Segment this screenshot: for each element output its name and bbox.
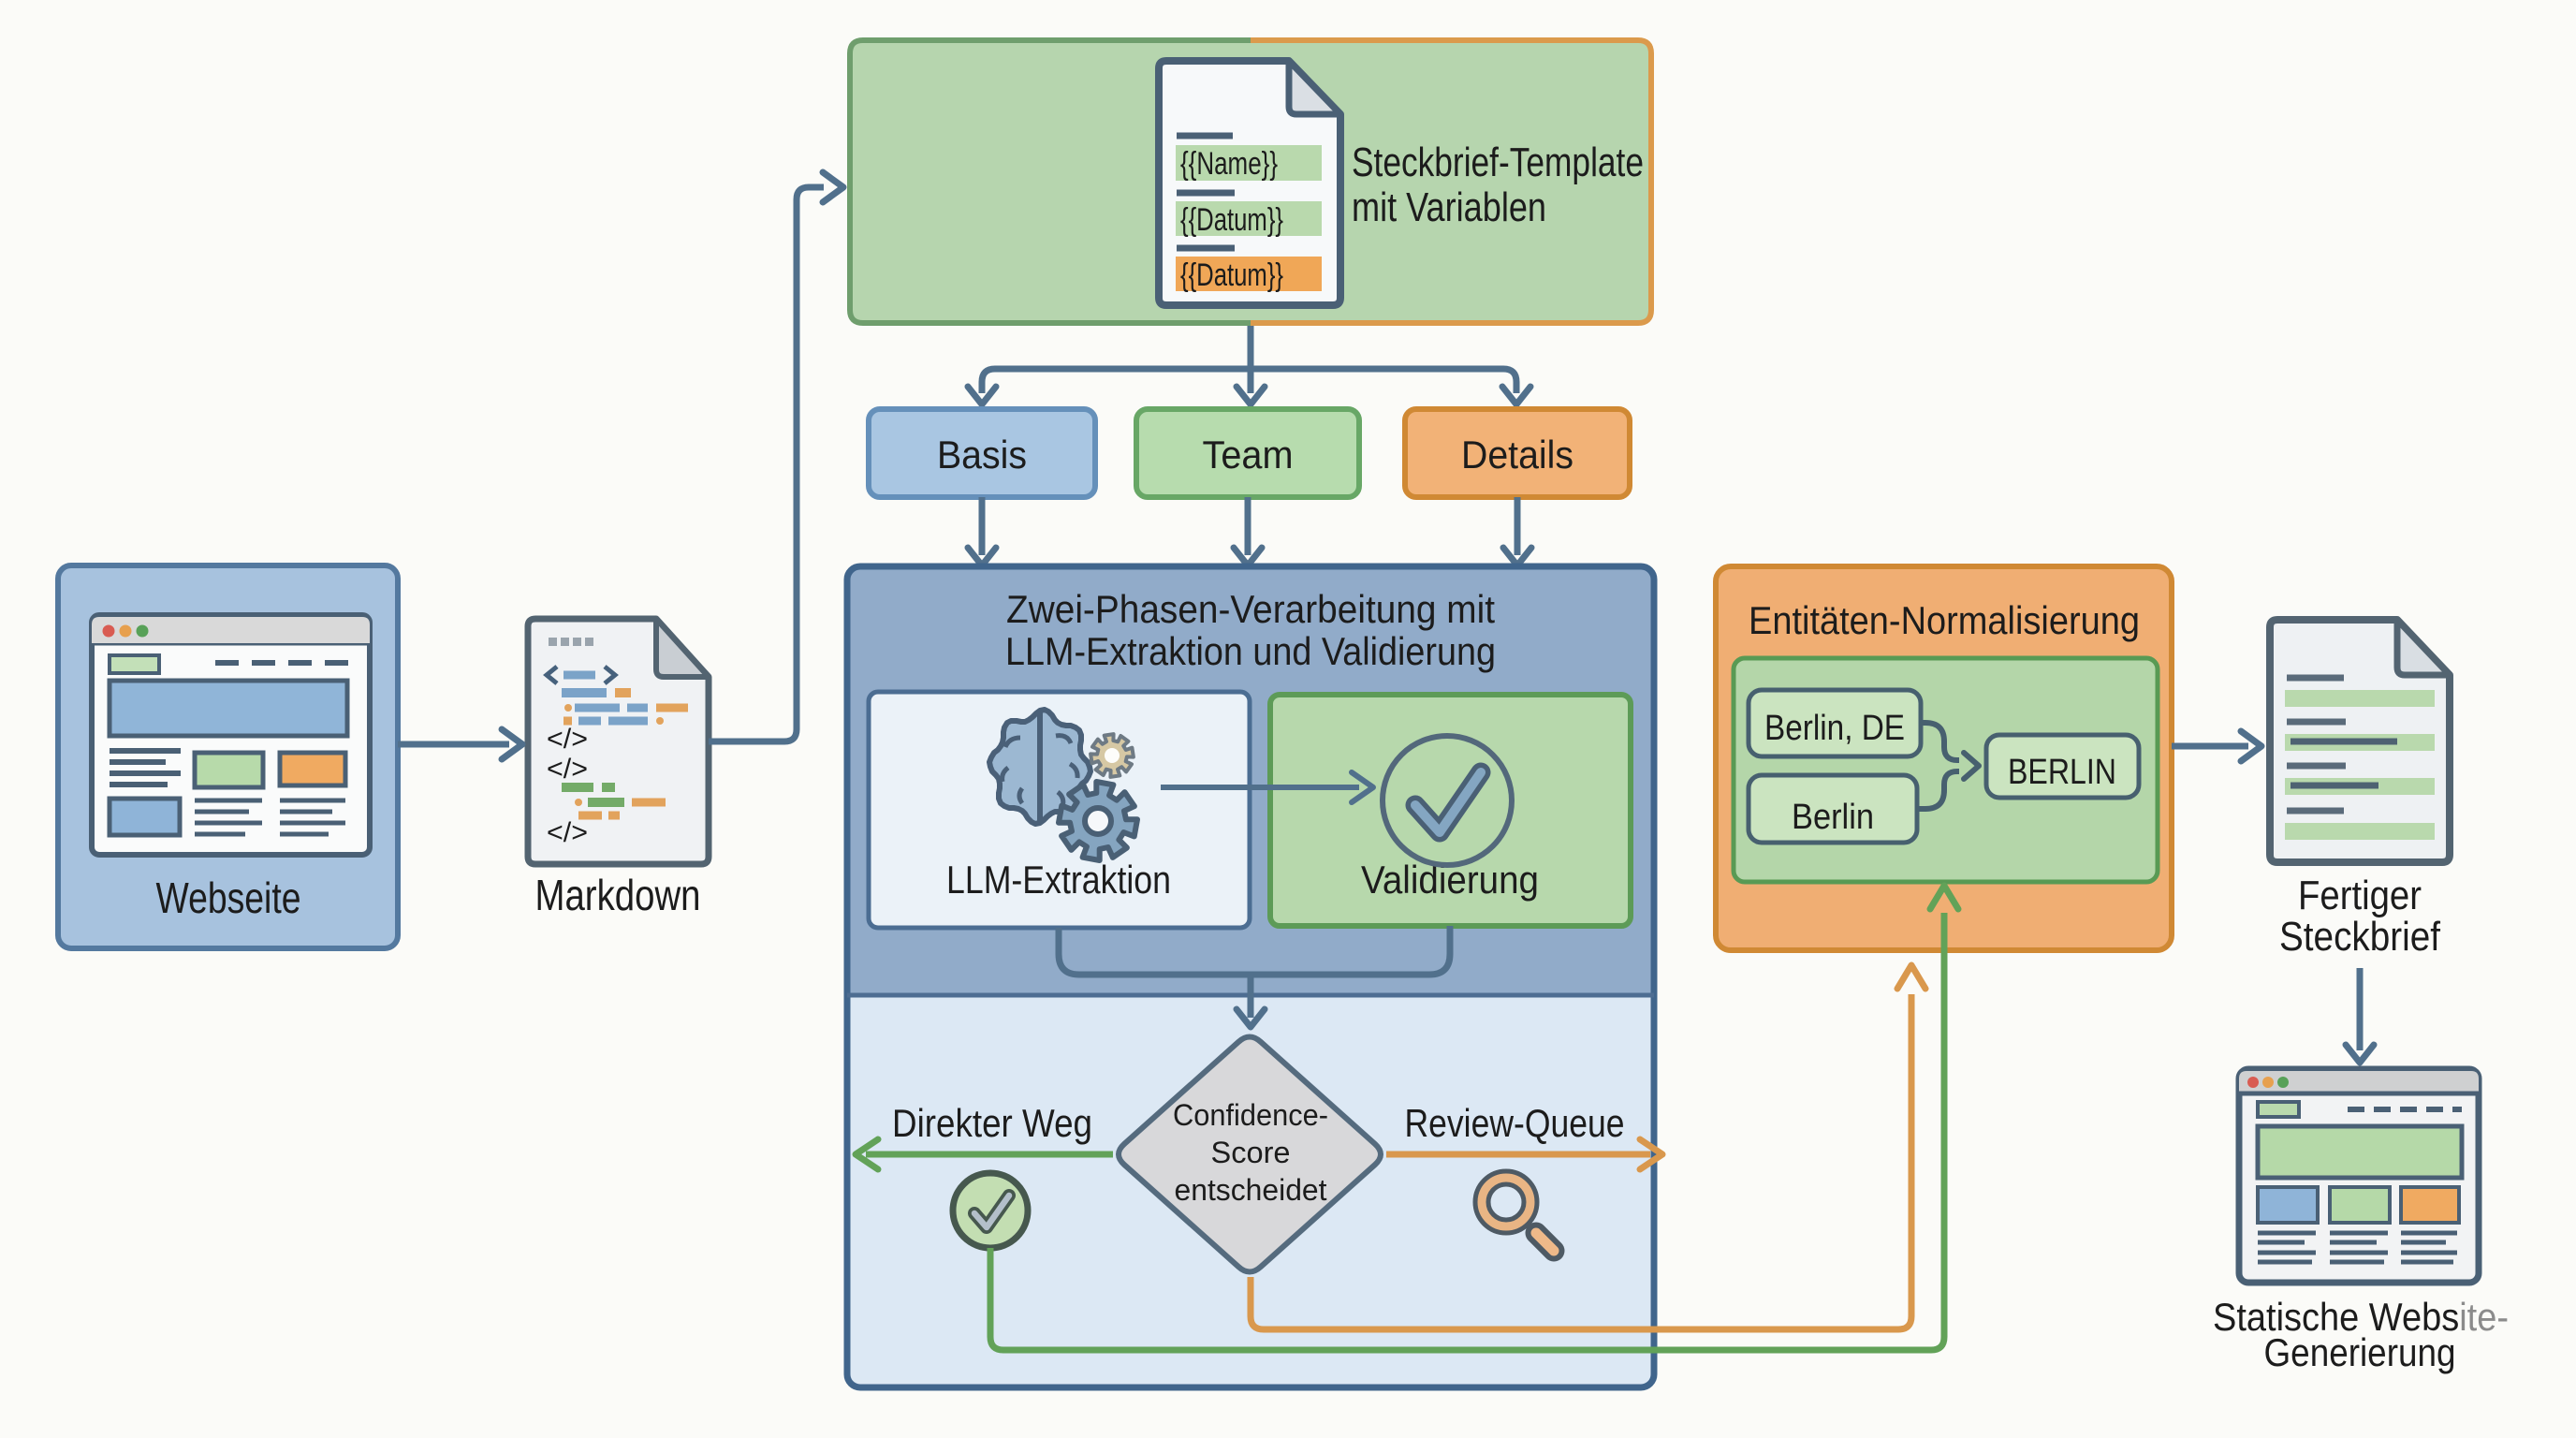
svg-text:LLM-Extraktion und Validierung: LLM-Extraktion und Validierung: [1005, 629, 1496, 673]
svg-text:Berlin: Berlin: [1792, 798, 1874, 837]
svg-text:{{Datum}}: {{Datum}}: [1180, 257, 1283, 293]
svg-text:Review-Queue: Review-Queue: [1405, 1101, 1625, 1145]
svg-text:Score: Score: [1211, 1136, 1291, 1169]
svg-text:Confidence-: Confidence-: [1173, 1098, 1328, 1132]
svg-text:Entitäten-Normalisierung: Entitäten-Normalisierung: [1749, 598, 2140, 642]
svg-text:Details: Details: [1461, 433, 1573, 477]
svg-text:Zwei-Phasen-Verarbeitung mit: Zwei-Phasen-Verarbeitung mit: [1006, 587, 1495, 631]
svg-text:Steckbrief: Steckbrief: [2279, 914, 2441, 960]
svg-text:</>: </>: [547, 817, 588, 848]
svg-text:Markdown: Markdown: [535, 871, 701, 919]
svg-text:Generierung: Generierung: [2264, 1330, 2456, 1374]
svg-text:{{Datum}}: {{Datum}}: [1180, 202, 1283, 238]
svg-text:Berlin, DE: Berlin, DE: [1764, 709, 1905, 748]
svg-text:mit Variablen: mit Variablen: [1352, 184, 1546, 230]
svg-text:BERLIN: BERLIN: [2008, 753, 2116, 792]
svg-text:</>: </>: [547, 724, 588, 755]
svg-text:Steckbrief-Template: Steckbrief-Template: [1352, 139, 1644, 185]
svg-text:Statische Website-: Statische Website-: [2213, 1295, 2509, 1339]
svg-text:Fertiger: Fertiger: [2298, 873, 2422, 918]
svg-text:Direkter Weg: Direkter Weg: [892, 1101, 1092, 1145]
svg-text:LLM-Extraktion: LLM-Extraktion: [946, 858, 1171, 902]
svg-text:entscheidet: entscheidet: [1175, 1173, 1327, 1207]
svg-text:Webseite: Webseite: [156, 873, 301, 922]
svg-text:{{Name}}: {{Name}}: [1180, 146, 1278, 182]
svg-text:</>: </>: [547, 754, 588, 785]
svg-text:Team: Team: [1203, 433, 1294, 477]
svg-text:Basis: Basis: [937, 433, 1027, 477]
